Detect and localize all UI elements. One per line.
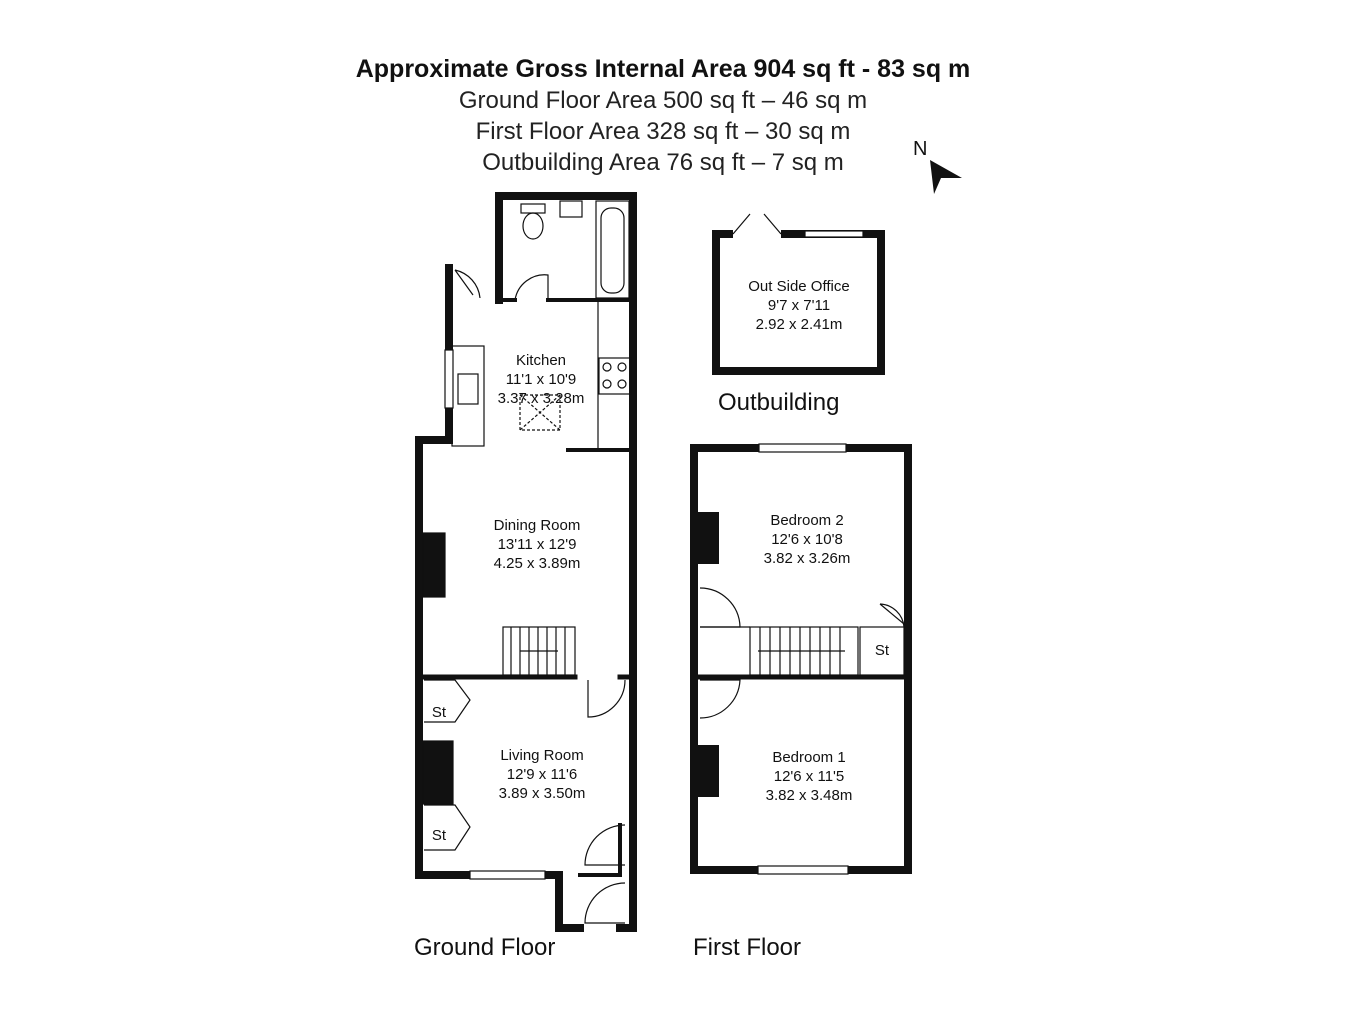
room-kitchen: Kitchen 11'1 x 10'9 3.37 x 3.28m	[498, 352, 585, 407]
first-floor-area: First Floor Area 328 sq ft – 30 sq m	[475, 118, 851, 145]
room-living: Living Room 12'9 x 11'6 3.89 x 3.50m	[499, 747, 586, 802]
outbuilding-title: Outbuilding	[718, 389, 839, 416]
first-floor-plan	[690, 443, 912, 875]
office-imperial: 9'7 x 7'11	[768, 297, 830, 314]
compass-letter: N	[913, 138, 927, 160]
total-area-heading: Approximate Gross Internal Area 904 sq f…	[355, 55, 971, 83]
bedroom1-metric: 3.82 x 3.48m	[766, 787, 853, 804]
dining-imperial: 13'11 x 12'9	[498, 536, 577, 553]
storage-label: St	[875, 642, 890, 659]
outbuilding-plan	[712, 213, 885, 375]
outbuilding-area: Outbuilding Area 76 sq ft – 7 sq m	[482, 149, 844, 176]
kitchen-metric: 3.37 x 3.28m	[498, 390, 585, 407]
dining-name: Dining Room	[494, 517, 581, 534]
storage-label: St	[432, 827, 447, 844]
bedroom2-imperial: 12'6 x 10'8	[771, 531, 843, 548]
storage-label: St	[432, 704, 447, 721]
north-compass-icon: N	[913, 138, 962, 194]
living-imperial: 12'9 x 11'6	[507, 766, 578, 783]
ground-floor-title: Ground Floor	[414, 934, 555, 961]
ground-floor-area: Ground Floor Area 500 sq ft – 46 sq m	[458, 87, 868, 114]
ground-floor-fixtures	[422, 200, 632, 924]
living-name: Living Room	[500, 747, 583, 764]
bedroom2-metric: 3.82 x 3.26m	[764, 550, 851, 567]
room-office: Out Side Office 9'7 x 7'11 2.92 x 2.41m	[748, 278, 849, 333]
bedroom1-imperial: 12'6 x 11'5	[774, 768, 845, 785]
bedroom1-name: Bedroom 1	[772, 749, 845, 766]
bedroom2-name: Bedroom 2	[770, 512, 843, 529]
first-floor-title: First Floor	[693, 934, 801, 961]
room-bedroom2: Bedroom 2 12'6 x 10'8 3.82 x 3.26m	[764, 512, 851, 567]
kitchen-name: Kitchen	[516, 352, 566, 369]
room-dining: Dining Room 13'11 x 12'9 4.25 x 3.89m	[494, 517, 581, 572]
living-metric: 3.89 x 3.50m	[499, 785, 586, 802]
dining-metric: 4.25 x 3.89m	[494, 555, 581, 572]
office-name: Out Side Office	[748, 278, 849, 295]
room-bedroom1: Bedroom 1 12'6 x 11'5 3.82 x 3.48m	[766, 749, 853, 804]
ground-floor-plan	[415, 192, 637, 932]
kitchen-imperial: 11'1 x 10'9	[506, 371, 577, 388]
office-metric: 2.92 x 2.41m	[756, 316, 843, 333]
